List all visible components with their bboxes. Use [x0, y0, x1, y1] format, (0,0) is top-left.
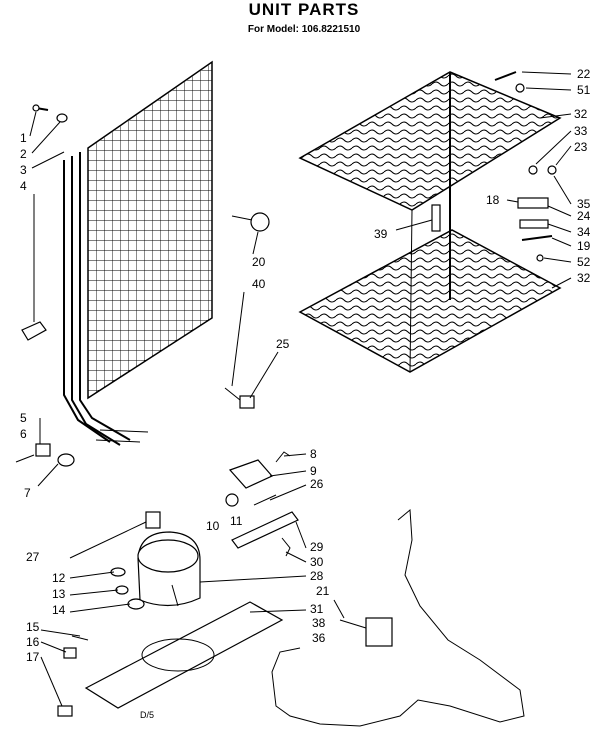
callout-39: 39: [374, 227, 388, 241]
drier-part-26: [231, 494, 299, 549]
callout-11: 11: [230, 514, 243, 528]
callout-12: 12: [52, 571, 66, 585]
callout-35: 35: [577, 197, 591, 211]
callout-17: 17: [26, 650, 40, 664]
callout-4: 4: [20, 179, 27, 193]
relay-parts-8-11: [225, 451, 291, 507]
callout-21: 21: [316, 584, 330, 598]
callout-8: 8: [310, 447, 317, 461]
callout-13: 13: [52, 587, 66, 601]
callout-9: 9: [310, 464, 317, 478]
callout-10: 10: [206, 519, 220, 533]
small-parts-15-17: [57, 635, 89, 717]
callout-2: 2: [20, 147, 27, 161]
tubing-part-36: [271, 508, 525, 727]
callout-labels: 1 2 3 4 5 6 7 8 9 10 11 12 13 14 15 16 1…: [20, 67, 591, 720]
screw-part-1: [32, 104, 49, 112]
callout-36: 36: [312, 631, 326, 645]
callout-15: 15: [26, 620, 40, 634]
callout-5: 5: [20, 411, 27, 425]
sensor-part-25: [224, 387, 255, 409]
callout-26: 26: [310, 477, 324, 491]
model-number: For Model: 106.8221510: [247, 24, 361, 35]
leader-lines: [29, 71, 572, 707]
callout-27: 27: [26, 550, 40, 564]
evaporator-lower: [298, 209, 562, 373]
cover-part-27: [145, 511, 161, 529]
callout-20: 20: [252, 255, 266, 269]
terminal-box-part-38: [339, 617, 393, 647]
callout-22: 22: [577, 67, 591, 81]
grommet-part-2: [56, 113, 68, 123]
callout-25: 25: [276, 337, 290, 351]
callout-14: 14: [52, 603, 66, 617]
page-title: UNIT PARTS: [248, 0, 360, 19]
callout-18: 18: [486, 193, 500, 207]
callout-28: 28: [310, 569, 324, 583]
callout-52: 52: [577, 255, 591, 269]
footer-code: D/5: [140, 710, 154, 720]
clip-part-29: [281, 537, 291, 557]
callout-7: 7: [24, 486, 31, 500]
callout-38: 38: [312, 616, 326, 630]
callout-34: 34: [577, 225, 591, 239]
bracket-part-4: [21, 321, 47, 341]
sensor-part-20: [231, 212, 270, 232]
callout-29: 29: [310, 540, 324, 554]
callout-40: 40: [252, 277, 266, 291]
condenser-coil: [63, 60, 213, 446]
callout-16: 16: [26, 635, 40, 649]
callout-24: 24: [577, 209, 591, 223]
compressor-part-28: [137, 531, 201, 607]
callout-32-upper: 32: [574, 107, 588, 121]
callout-51: 51: [577, 83, 591, 97]
callout-19: 19: [577, 239, 591, 253]
callout-3: 3: [20, 163, 27, 177]
clip-parts-5-7: [15, 443, 75, 467]
callout-6: 6: [20, 427, 27, 441]
callout-30: 30: [310, 555, 324, 569]
callout-31: 31: [310, 602, 324, 616]
callout-32-lower: 32: [577, 271, 591, 285]
base-pan-part-31: [84, 601, 284, 709]
callout-23: 23: [574, 140, 588, 154]
callout-33: 33: [574, 124, 588, 138]
callout-1: 1: [20, 131, 27, 145]
